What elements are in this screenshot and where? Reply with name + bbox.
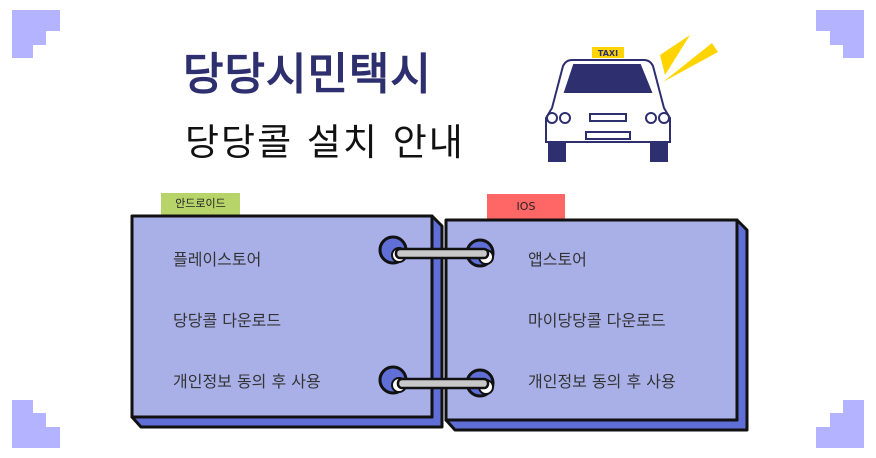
corner-decorations	[12, 10, 864, 448]
page-title: 당당시민택시	[183, 49, 432, 100]
ios-tag-bg	[487, 194, 565, 219]
ios-step-3: 개인정보 동의 후 사용	[528, 372, 676, 391]
android-tag: 안드로이드	[175, 197, 226, 210]
android-step-2: 당당콜 다운로드	[173, 311, 282, 330]
corner-bottom-left	[12, 400, 60, 448]
corner-top-left	[12, 10, 60, 58]
android-step-1: 플레이스토어	[173, 250, 262, 269]
taxi-icon: TAXI	[545, 35, 718, 162]
android-step-3: 개인정보 동의 후 사용	[173, 372, 321, 391]
svg-text:TAXI: TAXI	[598, 49, 618, 58]
page-subtitle: 당당콜 설치 안내	[185, 121, 465, 164]
ios-card	[444, 218, 739, 422]
corner-top-right	[816, 10, 864, 58]
ios-tag: IOS	[516, 200, 536, 213]
ios-step-1: 앱스토어	[528, 250, 587, 269]
corner-bottom-right	[816, 400, 864, 448]
binder-rings	[378, 235, 495, 398]
android-tag-bg	[161, 193, 240, 216]
ios-step-2: 마이당당콜 다운로드	[528, 311, 666, 330]
